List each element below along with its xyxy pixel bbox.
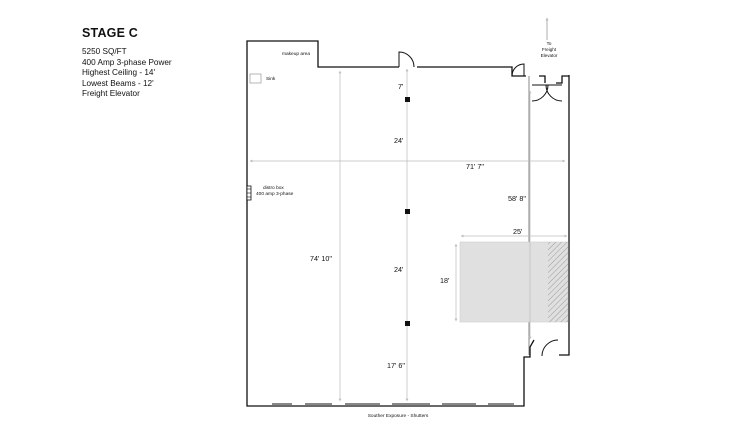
makeup-area-label: makeup area (282, 51, 310, 57)
spec-square-footage: 5250 SQ/FT (82, 47, 127, 56)
spec-highest-ceiling: Highest Ceiling - 14' (82, 68, 156, 78)
dim-74: 74' 10" (310, 254, 332, 263)
dimension-lines (249, 68, 568, 402)
dim-58: 58' 8" (508, 194, 526, 203)
dim-24-top: 24' (394, 136, 404, 145)
spec-power: 400 Amp 3-phase Power (82, 57, 172, 67)
south-exposure-label: Souther Exposure - Shutters (368, 413, 429, 419)
dimension-labels: 7' 24' 71' 7" 58' 8" 25' 18' 74' 10" 24'… (310, 82, 526, 370)
freight-elevator-pointer: To Freight Elevator (541, 17, 558, 58)
walls (246, 40, 570, 407)
distro-box-power-label: 400 amp 3-phase (256, 191, 294, 197)
door-swings (398, 51, 563, 357)
sink-label: Sink (266, 76, 276, 82)
dim-25: 25' (513, 227, 523, 236)
distro-box-label: distro box (263, 185, 284, 191)
spec-freight-elevator: Freight Elevator (82, 89, 140, 99)
distro-box-icon (246, 185, 252, 201)
cyc-hatched-curve (548, 242, 568, 322)
column-marker (405, 209, 410, 214)
freight-label-freight: Freight (542, 47, 557, 52)
column-marker (405, 321, 410, 326)
sink-icon (249, 73, 262, 84)
freight-label-to: To (547, 41, 552, 46)
dim-7: 7' (398, 82, 404, 91)
dim-17: 17' 6" (387, 361, 405, 370)
dim-24-bottom: 24' (394, 265, 404, 274)
dim-18: 18' (440, 276, 450, 285)
stage-title: STAGE C (82, 26, 139, 40)
column-marker (405, 97, 410, 102)
dim-width: 71' 7" (466, 162, 484, 171)
columns (405, 97, 410, 326)
spec-lowest-beams: Lowest Beams - 12' (82, 78, 154, 88)
stage-specs: 5250 SQ/FT 400 Amp 3-phase Power Highest… (82, 47, 172, 100)
freight-label-elevator: Elevator (541, 53, 558, 58)
